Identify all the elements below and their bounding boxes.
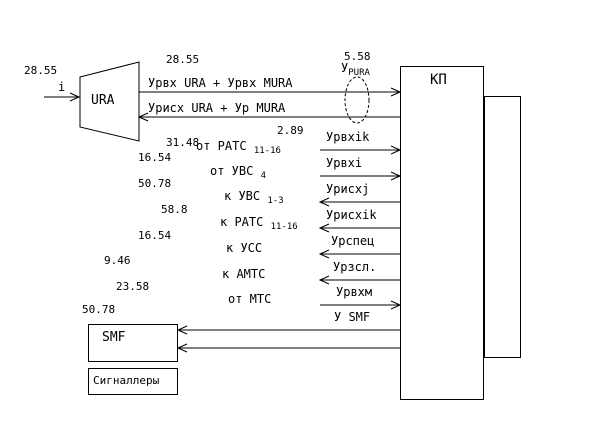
row-destination-subscript: 11-16 <box>253 146 281 156</box>
row-destination: к УВС 1-3 <box>224 189 284 207</box>
row-destination: к АМТС <box>222 268 265 281</box>
row-signal-label: Урисхik <box>326 208 377 222</box>
row-destination-text: к УВС <box>224 189 261 203</box>
upura-group-ellipse <box>344 76 370 124</box>
row-signal-label: Урвхik <box>326 130 370 144</box>
top-count-2: 5.58 <box>344 50 371 63</box>
row-count: 31.48 <box>166 136 200 149</box>
row-signal-label: Урзсл. <box>333 260 377 274</box>
row-destination-subscript: 1-3 <box>267 196 284 206</box>
upura-label: УPURA <box>341 61 370 79</box>
row-destination-text: к АМТС <box>222 267 266 281</box>
row-count: 58.8 <box>161 203 188 216</box>
row-destination: к РАТС 11-16 <box>220 215 298 233</box>
input-count: 28.55 <box>24 64 58 77</box>
row-destination-text: к РАТС <box>220 215 264 229</box>
arrowhead-left <box>176 325 188 335</box>
trunk-line-2-label: Урисх URA + Ур MURA <box>148 101 286 115</box>
row-destination-text: от РАТС <box>196 139 247 153</box>
top-count-1: 28.55 <box>166 53 200 66</box>
signallers-label: Сигналлеры <box>93 374 160 387</box>
ura-trapezoid-shape <box>79 61 140 142</box>
row-count: 16.54 <box>138 229 172 242</box>
arrowhead-left <box>318 249 330 259</box>
row-destination-subscript: 11-16 <box>270 222 298 232</box>
row-count: 9.46 <box>104 254 131 267</box>
row-count: 23.58 <box>116 280 150 293</box>
trunk-line-1-label: Урвх URA + Урвх MURA <box>148 76 293 90</box>
upura-base: У <box>341 61 349 75</box>
row-destination-text: от УВС <box>210 164 254 178</box>
row-destination: от МТС <box>228 293 271 306</box>
arrowhead-left <box>176 343 188 353</box>
smf-count: 50.78 <box>82 303 116 316</box>
row-extra-count: 2.89 <box>277 124 304 137</box>
row-destination-subscript: 4 <box>260 171 267 181</box>
input-var: i <box>58 80 66 94</box>
smf-box <box>88 324 178 362</box>
row-count: 16.54 <box>138 151 172 164</box>
upura-subscript: PURA <box>348 68 370 78</box>
row-signal-label: Урвхм <box>336 285 373 299</box>
row-signal-label: Урспец <box>331 234 375 248</box>
row-count: 50.78 <box>138 177 172 190</box>
kp-box <box>400 66 484 400</box>
kp-label: КП <box>430 72 447 88</box>
secondary-box <box>484 96 521 358</box>
row-signal-label: Урисхj <box>326 182 370 196</box>
row-destination-text: от МТС <box>228 292 272 306</box>
ura-label: URA <box>91 93 115 108</box>
row-destination: от РАТС 11-16 <box>196 139 281 157</box>
row-destination-text: к УСС <box>226 241 263 255</box>
row-signal-label: Урвхi <box>326 156 363 170</box>
smf-label: SMF <box>102 330 126 345</box>
arrowhead-right <box>69 92 81 102</box>
row-destination: от УВС 4 <box>210 164 267 182</box>
arrowhead-left <box>137 112 149 122</box>
arrowhead-left <box>318 197 330 207</box>
smf-line-label: У SMF <box>334 310 371 324</box>
row-destination: к УСС <box>226 242 262 255</box>
arrowhead-left <box>318 223 330 233</box>
arrowhead-left <box>318 275 330 285</box>
signallers-box <box>88 368 178 395</box>
